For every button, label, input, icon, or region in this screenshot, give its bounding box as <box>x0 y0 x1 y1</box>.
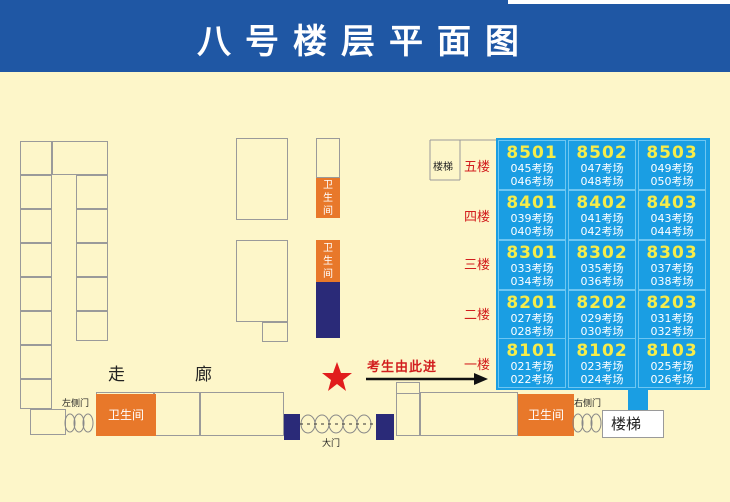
restroom-left: 卫生间 <box>96 394 156 436</box>
stairs-connector <box>628 388 648 410</box>
left-door-label: 左侧门 <box>62 399 90 409</box>
floor-label-4: 四楼 <box>464 210 491 225</box>
restroom-right: 卫生间 <box>518 394 574 436</box>
stairs-bottom-label: 楼梯 <box>611 415 642 433</box>
main-door-label: 大门 <box>322 439 341 449</box>
restroom-vertical-2: 卫生间 <box>316 240 340 282</box>
page-title: 八号楼层平面图 <box>197 22 533 62</box>
header-edge <box>508 0 730 4</box>
main-door-left-post <box>284 414 300 440</box>
stair-block-middle <box>316 282 340 338</box>
floor-label-5: 五楼 <box>464 160 491 175</box>
stairs-bottom-box <box>602 410 664 438</box>
main-door-right-post <box>376 414 394 440</box>
entrance-text: 考生由此进 <box>367 360 438 375</box>
floor-label-1: 一楼 <box>464 358 491 373</box>
floor-label-3: 三楼 <box>464 258 491 273</box>
red-star-icon <box>322 362 352 391</box>
right-door-label: 右侧门 <box>574 399 602 409</box>
stairs-top-label: 楼梯 <box>433 162 453 173</box>
header-bar: 八号楼层平面图 <box>0 0 730 72</box>
corridor-label-1: 走 <box>108 365 125 385</box>
floor-label-2: 二楼 <box>464 308 491 323</box>
corridor-label-2: 廊 <box>195 365 212 385</box>
restroom-vertical-1: 卫生间 <box>316 178 340 218</box>
